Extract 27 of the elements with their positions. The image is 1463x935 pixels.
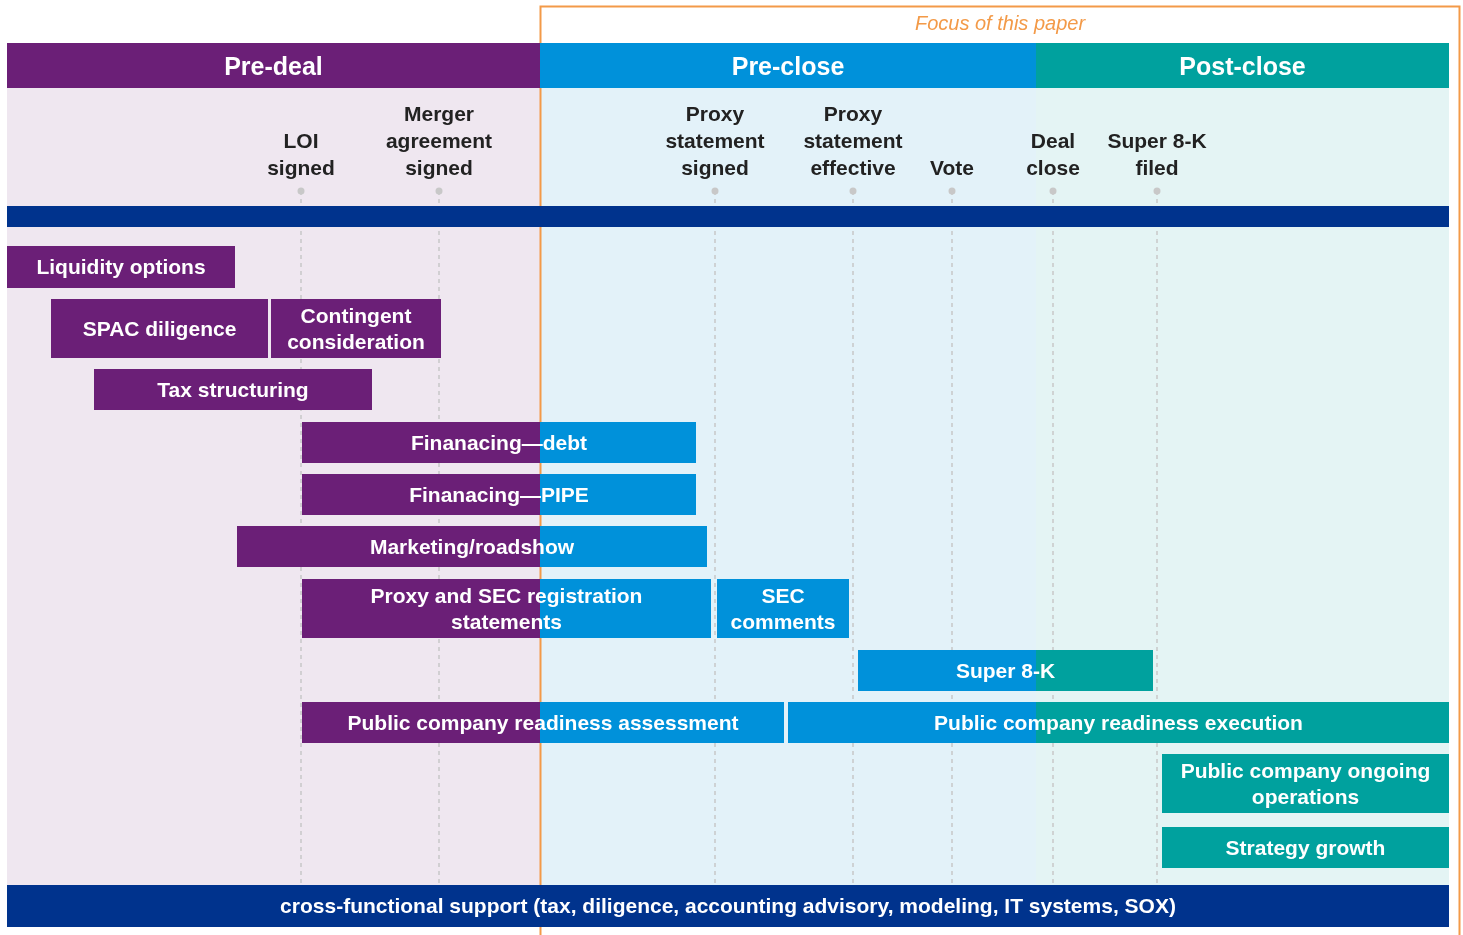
task-bar: Public company readiness assessment bbox=[302, 702, 784, 743]
task-bar: Super 8-K bbox=[858, 650, 1153, 691]
milestone-label: Merger agreement signed bbox=[384, 101, 494, 181]
phase-header: Pre-deal bbox=[7, 43, 540, 88]
phase-header: Pre-close bbox=[540, 43, 1036, 88]
support-bar: cross-functional support (tax, diligence, accounting advisory, modeling, IT systems, SOX) bbox=[7, 885, 1449, 927]
milestone-label: Deal close bbox=[1025, 128, 1081, 181]
milestone-label: Proxy statement signed bbox=[664, 101, 766, 181]
task-bar: Public company ongoing operations bbox=[1162, 754, 1449, 813]
task-bar: SPAC diligence bbox=[51, 299, 268, 358]
task-bar: Strategy growth bbox=[1162, 827, 1449, 868]
milestone-label: LOI signed bbox=[266, 128, 336, 181]
task-bar: Proxy and SEC registration statements bbox=[302, 579, 711, 638]
timeline-bar bbox=[7, 206, 1449, 227]
task-bar: Liquidity options bbox=[7, 246, 235, 288]
milestone-label: Proxy statement effective bbox=[802, 101, 904, 181]
task-bar: Public company readiness execution bbox=[788, 702, 1449, 743]
task-bar: SEC comments bbox=[717, 579, 849, 638]
milestone-label: Vote bbox=[929, 155, 975, 181]
task-bar: Finanacing—PIPE bbox=[302, 474, 696, 515]
phase-header: Post-close bbox=[1036, 43, 1449, 88]
milestone-label: Super 8-K filed bbox=[1106, 128, 1208, 181]
task-bar: Marketing/roadshow bbox=[237, 526, 707, 567]
task-bar: Tax structuring bbox=[94, 369, 372, 410]
task-bar: Finanacing—debt bbox=[302, 422, 696, 463]
focus-label: Focus of this paper bbox=[913, 12, 1087, 35]
task-bar: Contingent consideration bbox=[271, 299, 441, 358]
